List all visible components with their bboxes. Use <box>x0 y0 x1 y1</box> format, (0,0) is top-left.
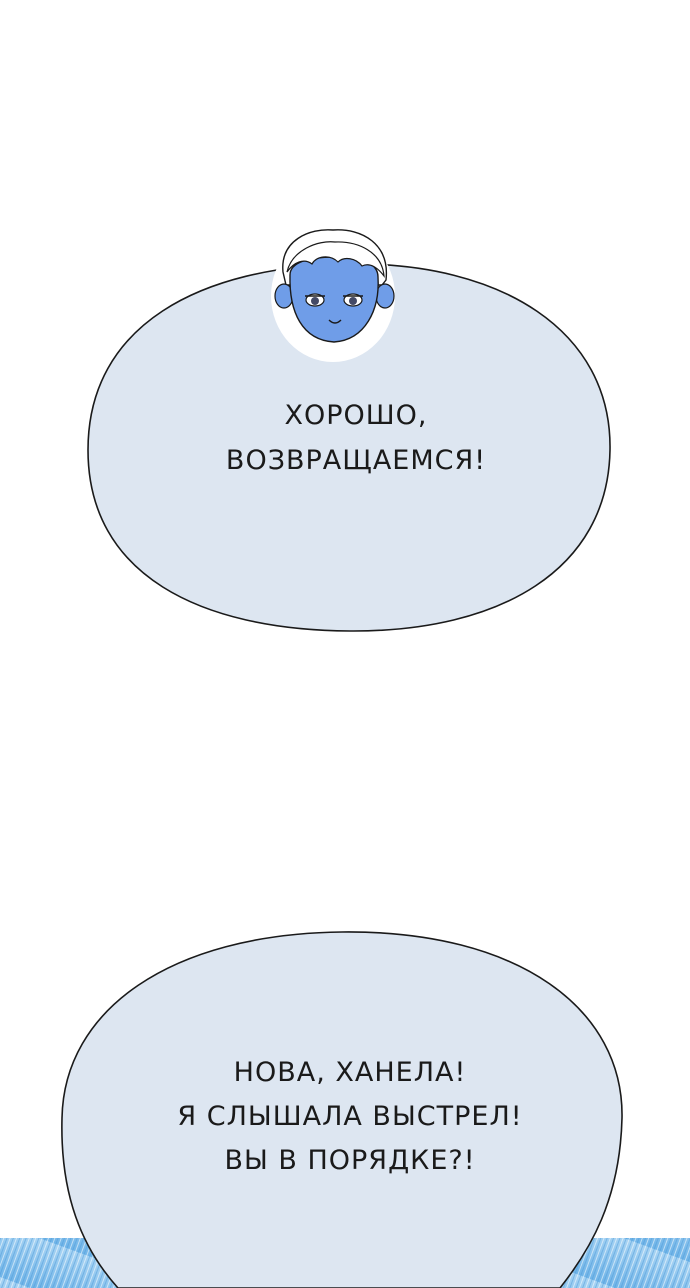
bubble-2-line-1: НОВА, ХАНЕЛА! <box>233 1057 467 1088</box>
bubble-1-text: ХОРОШО, ВОЗВРАЩАЕМСЯ! <box>186 393 526 483</box>
chibi-face-icon <box>271 229 395 362</box>
bubble-2-text: НОВА, ХАНЕЛА! Я СЛЫШАЛА ВЫСТРЕЛ! ВЫ В ПО… <box>140 1051 560 1183</box>
bubble-2-line-3: ВЫ В ПОРЯДКЕ?! <box>224 1145 476 1176</box>
speech-bubble-2 <box>61 931 623 1288</box>
bubble-1-line-1: ХОРОШО, <box>284 400 428 431</box>
speech-bubble-1 <box>87 263 611 632</box>
bubble-2-line-2: Я СЛЫШАЛА ВЫСТРЕЛ! <box>177 1101 523 1132</box>
bubble-1-line-2: ВОЗВРАЩАЕМСЯ! <box>225 445 487 476</box>
